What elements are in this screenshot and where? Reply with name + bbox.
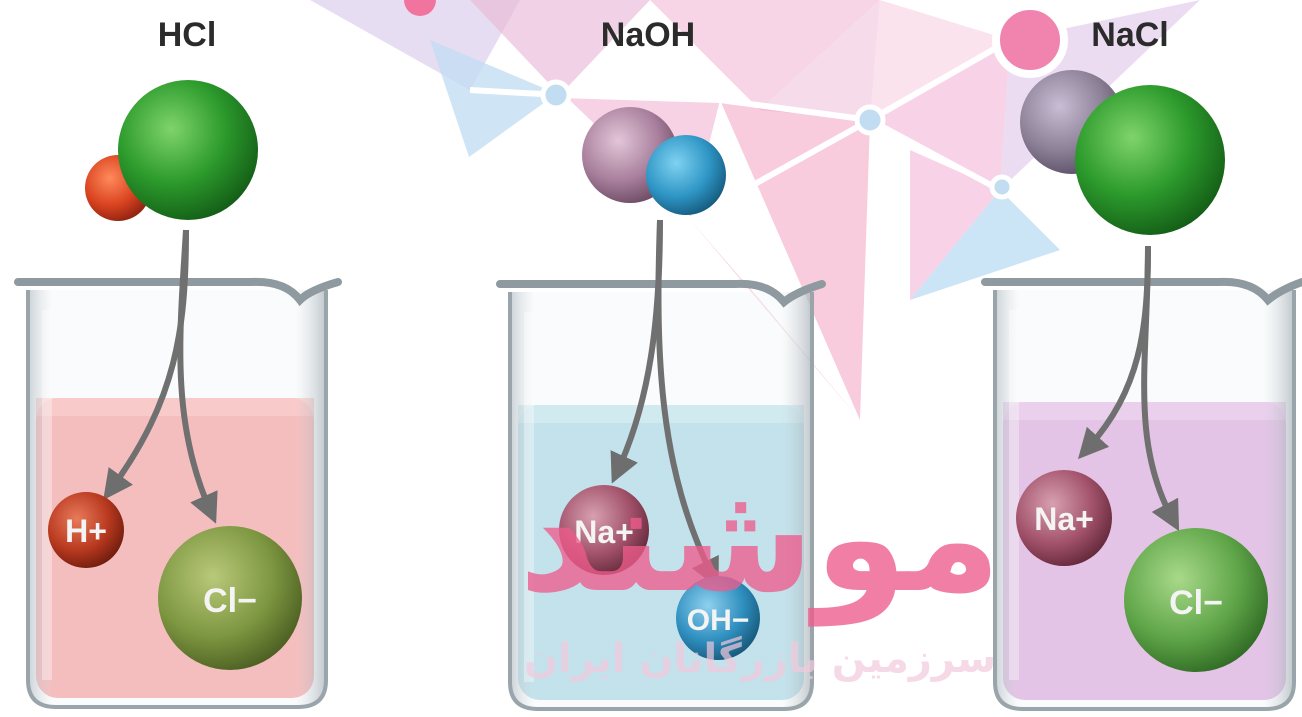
chlorine-atom [118,80,258,220]
hcl-label: HCl [158,16,217,54]
ion-h-label: H+ [65,513,107,549]
nacl-molecule [1020,70,1225,235]
watermark-network [310,0,1200,420]
watermark-logo-text: موشند [519,452,1001,627]
arrow-to-cl-ion [177,229,218,524]
dissociation-arrows [103,219,1180,589]
ion-h: H+ [48,492,124,568]
watermark-logo: موشند سرزمین بازرگانان ایران [519,452,1001,682]
hcl-molecule [85,80,258,221]
oxygen-atom [646,135,726,215]
naoh-molecule [582,107,726,215]
ion-na-label: Na+ [574,514,634,550]
ion-oh-label: OH− [687,604,750,637]
naoh-label: NaOH [601,16,695,54]
nacl-label: NaCl [1091,16,1168,54]
arrow-to-oh-ion [655,219,719,589]
ion-cl: Cl− [158,526,302,670]
ion-na: Na+ [1016,470,1112,566]
chlorine-atom [1075,85,1225,235]
ion-cl-label: Cl− [1169,584,1223,622]
ion-cl-label: Cl− [203,582,257,620]
ion-na: Na+ [559,485,649,575]
ion-na-label: Na+ [1034,501,1094,537]
ion-cl: Cl− [1124,528,1268,672]
watermark-tagline: سرزمین بازرگانان ایران [524,635,996,682]
arrow-to-cl-ion [1141,245,1180,532]
ion-oh: OH− [676,576,760,660]
